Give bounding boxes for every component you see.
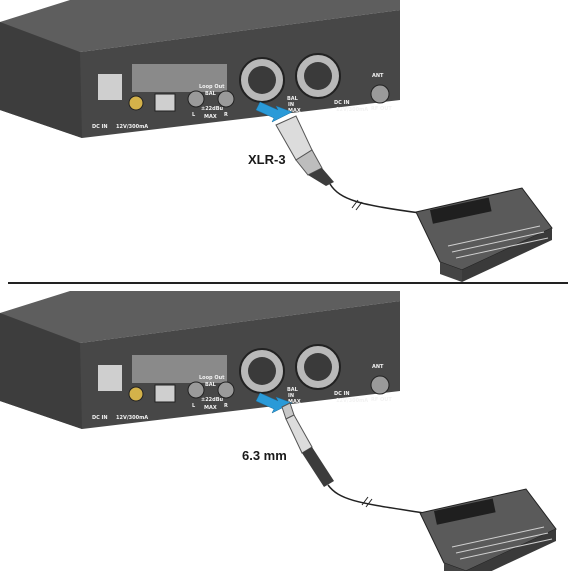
label-max: MAX [204, 405, 217, 411]
jack-plug-icon [281, 402, 334, 487]
label-rf-out: RF OUT [371, 106, 392, 112]
display-window [132, 64, 227, 92]
label-bal-in: BAL [287, 387, 299, 393]
label-dc-in-right: DC IN [334, 391, 350, 397]
audio-cable [327, 484, 425, 514]
loop-out-right-icon [217, 90, 235, 108]
loop-out-left-icon [187, 90, 205, 108]
xlr-plug-icon [275, 115, 334, 186]
rf-out-connector-icon [370, 84, 390, 104]
device-side [0, 22, 82, 138]
power-block-icon [98, 74, 122, 100]
label-right: R [224, 403, 228, 409]
mixing-console-icon [415, 187, 553, 282]
label-in: IN [288, 393, 294, 399]
cable-label: XLR-3 [248, 152, 286, 167]
label-max2: MAX [288, 108, 301, 114]
power-block-icon [98, 365, 122, 391]
loop-out-left-icon [187, 381, 205, 399]
panel-xlr: DC IN 12V/300mA Loop Out BAL ±22dBu MAX … [0, 0, 553, 282]
mixing-console-icon [419, 488, 557, 571]
label-left: L [192, 403, 196, 409]
device-side [0, 313, 82, 429]
audio-cable [329, 183, 421, 214]
panel-jack: DC IN 12V/300mA Loop Out BAL ±22dBu MAX … [0, 291, 557, 571]
label-dc-in-right: DC IN [334, 100, 350, 106]
label-bal: BAL [205, 91, 217, 97]
label-ant: ANT [372, 73, 384, 79]
loop-out-right-icon [217, 381, 235, 399]
label-dc-rating-right: 12V/300mA [336, 398, 368, 404]
label-ant: ANT [372, 364, 384, 370]
label-loop-out: Loop Out [199, 375, 225, 381]
label-in: IN [288, 102, 294, 108]
label-max: MAX [204, 114, 217, 120]
cable-label: 6.3 mm [242, 448, 287, 463]
label-level: ±22dBu [201, 106, 224, 112]
label-loop-out: Loop Out [199, 84, 225, 90]
device-top [0, 291, 400, 343]
label-level: ±22dBu [201, 397, 224, 403]
device-top [0, 0, 400, 52]
display-window [132, 355, 227, 383]
label-bal-in: BAL [287, 96, 299, 102]
rf-out-connector-icon [370, 375, 390, 395]
label-bal: BAL [205, 382, 217, 388]
dc-jack-icon [128, 95, 144, 111]
label-rf-out: RF OUT [371, 397, 392, 403]
label-right: R [224, 112, 228, 118]
label-dc-in: DC IN [92, 415, 108, 421]
label-dc-rating-right: 12V/300mA [336, 107, 368, 113]
network-port-icon [154, 384, 176, 403]
label-dc-rating: 12V/300mA [116, 124, 148, 130]
insertion-arrow-icon [255, 392, 293, 414]
label-dc-in: DC IN [92, 124, 108, 130]
label-left: L [192, 112, 196, 118]
network-port-icon [154, 93, 176, 112]
dc-jack-icon [128, 386, 144, 402]
label-dc-rating: 12V/300mA [116, 415, 148, 421]
insertion-arrow-icon [255, 101, 293, 123]
label-max2: MAX [288, 399, 301, 405]
